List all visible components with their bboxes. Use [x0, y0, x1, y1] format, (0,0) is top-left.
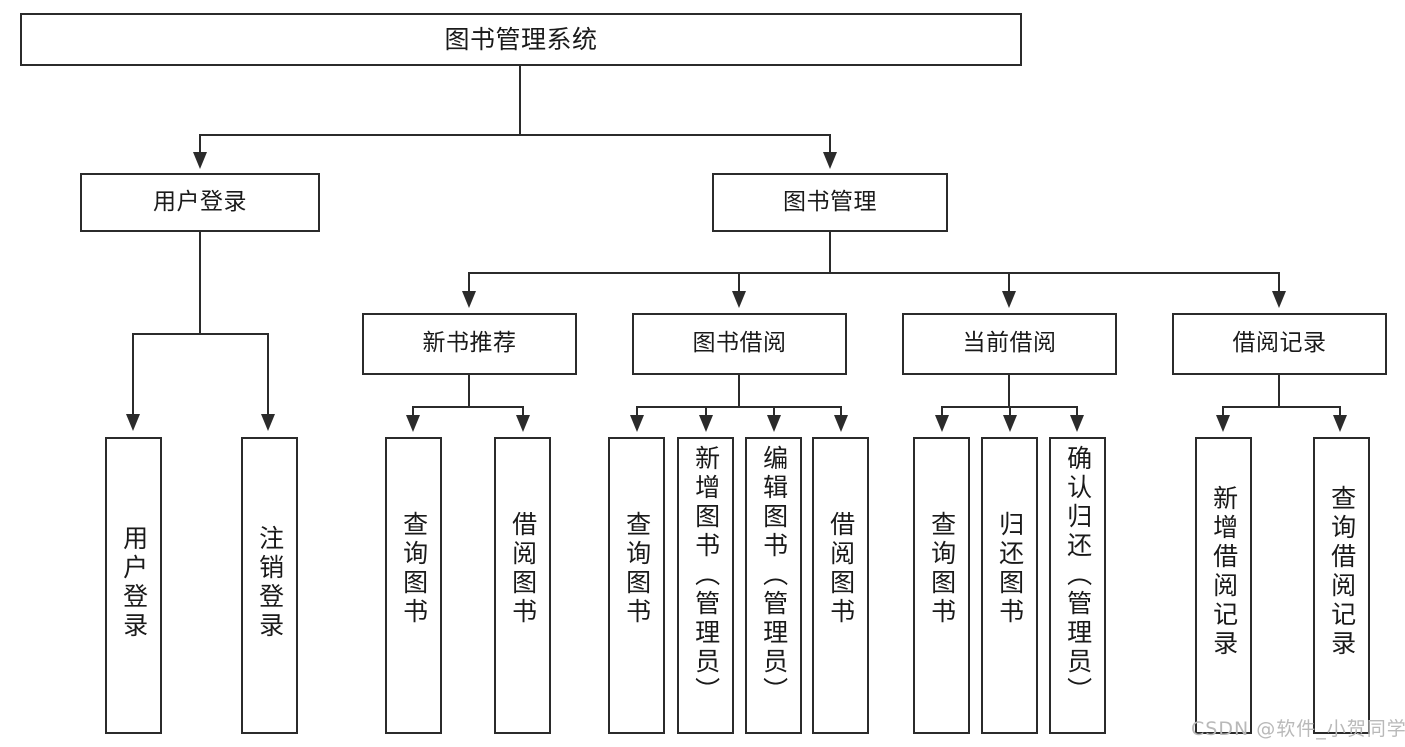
arrowhead-leaf-user-login [126, 414, 140, 431]
connector-book-manage-drop-1 [468, 272, 470, 294]
connector-book-borrow-drop-3 [773, 406, 775, 418]
arrowhead-leaf-query-borrow-record [1333, 415, 1347, 432]
node-label: 借阅记录 [1232, 330, 1327, 357]
leaf-query-book-2[interactable]: 查询图书 [608, 437, 665, 734]
node-label: 新书推荐 [422, 330, 517, 357]
node-root-book-management-system[interactable]: 图书管理系统 [20, 13, 1022, 66]
arrowhead-leaf-add-borrow-record [1216, 415, 1230, 432]
leaf-query-borrow-record[interactable]: 查询借阅记录 [1313, 437, 1370, 734]
leaf-return-book[interactable]: 归还图书 [981, 437, 1038, 734]
node-label: 查询图书 [622, 511, 652, 627]
node-borrow-record[interactable]: 借阅记录 [1172, 313, 1387, 375]
connector-book-manage-stem [829, 232, 831, 273]
connector-book-manage-bus [468, 272, 1279, 274]
arrowhead-leaf-query-book-1 [406, 415, 420, 432]
leaf-borrow-book-2[interactable]: 借阅图书 [812, 437, 869, 734]
node-label: 图书管理 [783, 188, 877, 215]
leaf-query-book-1[interactable]: 查询图书 [385, 437, 442, 734]
connector-root-stem [519, 66, 521, 135]
node-book-borrow[interactable]: 图书借阅 [632, 313, 847, 375]
node-label: 查询图书 [927, 511, 957, 627]
watermark-csdn: CSDN @软件_小贺同学 [1191, 718, 1405, 740]
connector-book-manage-drop-4 [1278, 272, 1280, 294]
arrowhead-leaf-query-book-2 [630, 415, 644, 432]
node-user-login[interactable]: 用户登录 [80, 173, 320, 232]
leaf-query-book-3[interactable]: 查询图书 [913, 437, 970, 734]
connector-new-book-bus [412, 406, 524, 408]
leaf-add-book[interactable]: 新增图书（管理员） [677, 437, 734, 734]
connector-user-login-bus [132, 333, 269, 335]
connector-user-login-drop-2 [267, 333, 269, 417]
connector-new-book-stem [468, 375, 470, 407]
node-book-manage[interactable]: 图书管理 [712, 173, 948, 232]
arrowhead-leaf-edit-book [767, 415, 781, 432]
node-label: 归还图书 [995, 511, 1025, 627]
connector-user-login-drop-1 [132, 333, 134, 417]
connector-book-borrow-drop-2 [705, 406, 707, 418]
connector-book-manage-drop-3 [1008, 272, 1010, 294]
connector-current-borrow-stem [1008, 375, 1010, 407]
connector-current-borrow-drop-3 [1076, 406, 1078, 418]
connector-book-borrow-drop-1 [636, 406, 638, 418]
node-label: 借阅图书 [826, 511, 856, 627]
node-label: 图书借阅 [692, 330, 787, 357]
leaf-borrow-book-1[interactable]: 借阅图书 [494, 437, 551, 734]
connector-root-bus [199, 134, 831, 136]
arrowhead-new-book-recommend [462, 291, 476, 308]
connector-new-book-drop-2 [522, 406, 524, 418]
arrowhead-leaf-borrow-book-1 [516, 415, 530, 432]
node-label: 借阅图书 [508, 511, 538, 627]
leaf-user-login[interactable]: 用户登录 [105, 437, 162, 734]
arrowhead-leaf-return-book [1003, 415, 1017, 432]
node-label: 用户登录 [153, 188, 247, 215]
node-new-book-recommend[interactable]: 新书推荐 [362, 313, 577, 375]
arrowhead-borrow-record [1272, 291, 1286, 308]
connector-user-login-stem [199, 232, 201, 334]
arrowhead-user-login [193, 152, 207, 169]
connector-current-borrow-drop-1 [941, 406, 943, 418]
leaf-add-borrow-record[interactable]: 新增借阅记录 [1195, 437, 1252, 734]
connector-borrow-record-drop-1 [1222, 406, 1224, 418]
arrowhead-leaf-add-book [699, 415, 713, 432]
arrowhead-leaf-borrow-book-2 [834, 415, 848, 432]
connector-borrow-record-stem [1278, 375, 1280, 407]
connector-book-borrow-drop-4 [840, 406, 842, 418]
arrowhead-book-borrow [732, 291, 746, 308]
arrowhead-leaf-query-book-3 [935, 415, 949, 432]
connector-book-manage-drop-2 [738, 272, 740, 294]
node-label: 注销登录 [255, 525, 285, 641]
connector-current-borrow-drop-2 [1009, 406, 1011, 418]
arrowhead-leaf-confirm-return [1070, 415, 1084, 432]
connector-new-book-drop-1 [412, 406, 414, 418]
connector-root-to-user-login [199, 134, 201, 156]
node-label: 用户登录 [119, 525, 149, 641]
connector-root-to-book-manage [829, 134, 831, 156]
node-label: 查询图书 [399, 511, 429, 627]
node-label: 新增图书（管理员） [691, 445, 721, 706]
connector-borrow-record-drop-2 [1339, 406, 1341, 418]
connector-borrow-record-bus [1222, 406, 1341, 408]
connector-book-borrow-stem [738, 375, 740, 407]
arrowhead-book-manage [823, 152, 837, 169]
leaf-confirm-return[interactable]: 确认归还（管理员） [1049, 437, 1106, 734]
node-label: 当前借阅 [962, 330, 1057, 357]
node-label: 确认归还（管理员） [1063, 445, 1093, 706]
leaf-logout-login[interactable]: 注销登录 [241, 437, 298, 734]
node-label: 查询借阅记录 [1327, 485, 1357, 659]
node-label: 编辑图书（管理员） [759, 445, 789, 706]
connector-book-borrow-bus [636, 406, 842, 408]
arrowhead-leaf-logout-login [261, 414, 275, 431]
arrowhead-current-borrow [1002, 291, 1016, 308]
node-current-borrow[interactable]: 当前借阅 [902, 313, 1117, 375]
node-label: 图书管理系统 [444, 24, 598, 54]
node-label: 新增借阅记录 [1209, 485, 1239, 659]
leaf-edit-book[interactable]: 编辑图书（管理员） [745, 437, 802, 734]
